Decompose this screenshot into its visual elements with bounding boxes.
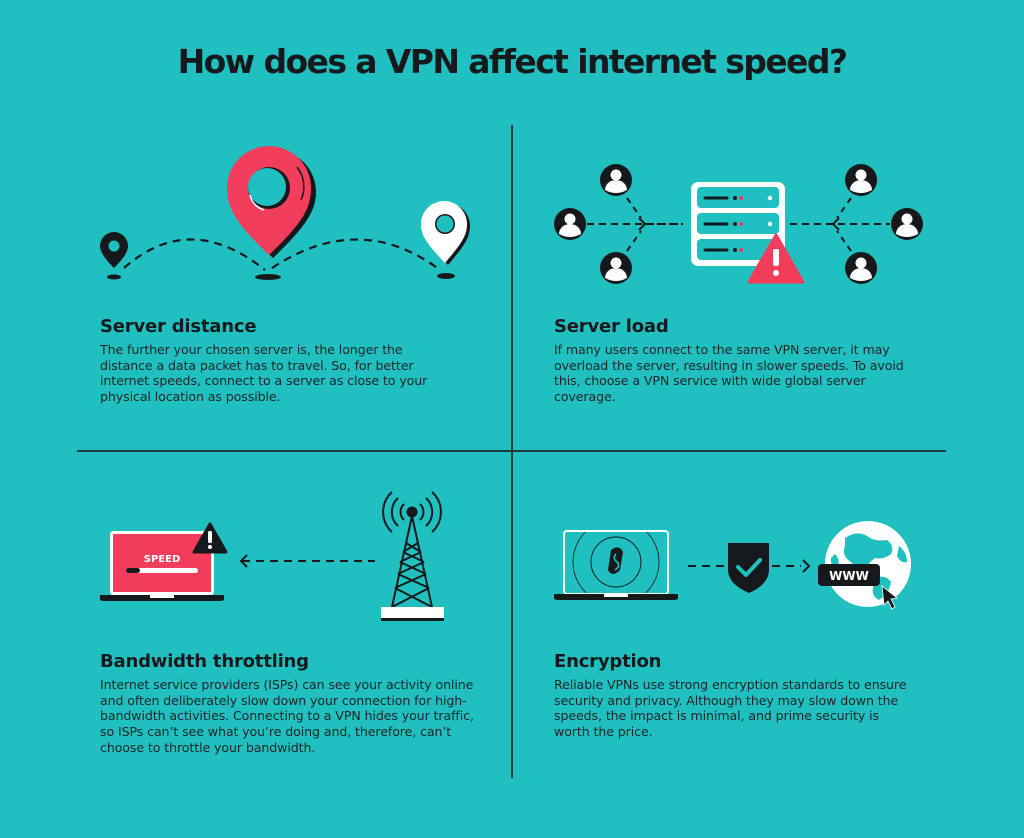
speed-label: SPEED <box>144 554 181 565</box>
user-icon <box>554 208 586 240</box>
user-icon <box>600 252 632 284</box>
www-badge <box>818 564 880 586</box>
map-pin-large-red-icon <box>227 146 316 258</box>
map-pin-small-black-icon <box>100 232 128 268</box>
section-server-load: Server load If many users connect to the… <box>554 316 916 405</box>
dashed-path <box>123 238 266 271</box>
www-label: WWW <box>829 569 869 583</box>
server-rack-icon <box>691 182 785 266</box>
section-encryption: Encryption Reliable VPNs use strong encr… <box>554 651 916 740</box>
user-icon <box>891 208 923 240</box>
section-heading: Server distance <box>100 316 257 337</box>
user-icon <box>600 164 632 196</box>
section-body: The further your chosen server is, the l… <box>100 342 428 405</box>
encryption-illustration: WWW <box>545 500 925 625</box>
map-pin-medium-white-icon <box>421 201 470 265</box>
tower-base <box>381 607 444 618</box>
dashed-path <box>271 238 441 271</box>
section-heading: Encryption <box>554 651 662 672</box>
laptop-icon <box>100 531 224 601</box>
section-server-distance: Server distance The further your chosen … <box>100 316 450 405</box>
server-load-illustration <box>545 155 935 290</box>
arrow-left-icon <box>239 554 248 568</box>
page-title: How does a VPN affect internet speed? <box>177 42 848 81</box>
arrow-right-icon <box>802 559 811 573</box>
warning-icon <box>192 522 228 554</box>
laptop-vpn-icon <box>554 530 678 600</box>
shield-check-icon <box>728 543 769 593</box>
section-heading: Server load <box>554 316 669 337</box>
section-bandwidth-throttling: Bandwidth throttling Internet service pr… <box>100 651 488 756</box>
user-icon <box>845 164 877 196</box>
section-body: If many users connect to the same VPN se… <box>554 342 904 405</box>
horizontal-divider <box>77 450 946 452</box>
section-body: Reliable VPNs use strong encryption stan… <box>554 677 907 740</box>
user-icon <box>845 252 877 284</box>
server-distance-illustration <box>90 140 490 290</box>
warning-icon <box>747 233 805 284</box>
cursor-icon <box>881 585 898 610</box>
bandwidth-throttling-illustration: SPEED <box>90 480 470 625</box>
cell-tower-icon <box>382 491 442 608</box>
section-body: Internet service providers (ISPs) can se… <box>100 677 474 755</box>
speed-progress-bar <box>126 568 198 573</box>
section-heading: Bandwidth throttling <box>100 651 309 672</box>
